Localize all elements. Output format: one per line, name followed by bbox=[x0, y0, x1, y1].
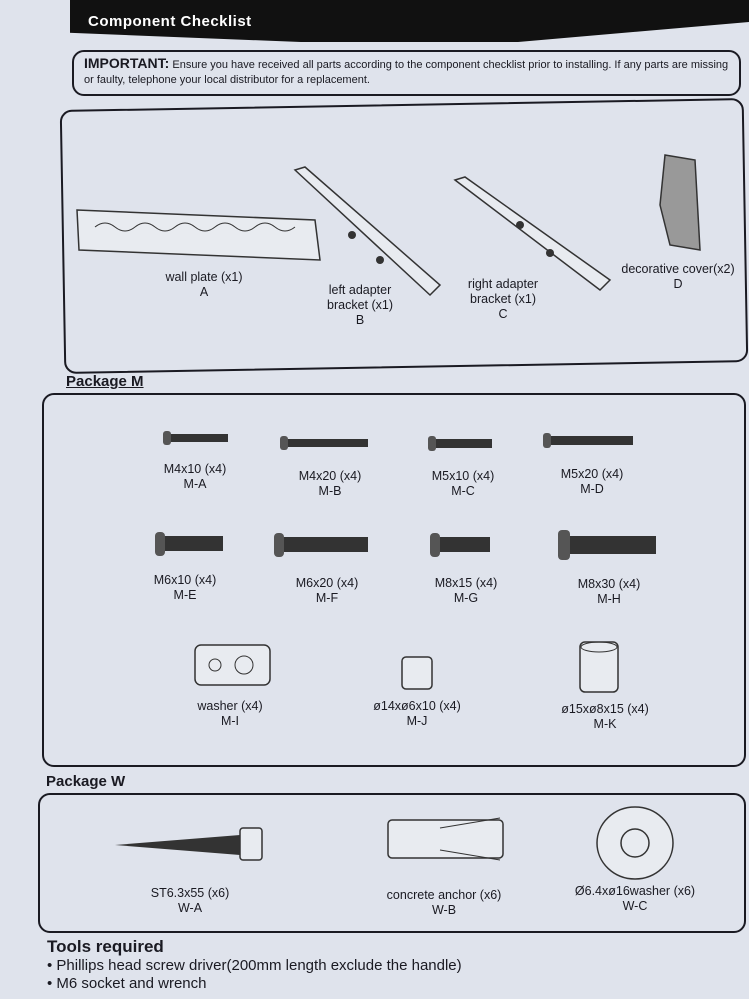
wall-plate-icon bbox=[76, 209, 321, 261]
package-w-box bbox=[38, 793, 746, 933]
part-W-A: ST6.3x55 (x6)W-A bbox=[150, 886, 230, 915]
part-B: left adapter bracket (x1)B bbox=[327, 283, 393, 327]
part-W-C: Ø6.4xø16washer (x6)W-C bbox=[574, 884, 696, 913]
tools-title: Tools required bbox=[47, 937, 164, 956]
part-M-F: M6x20 (x4)M-F bbox=[295, 576, 359, 605]
decorative-cover-icon bbox=[659, 154, 701, 251]
tool-item: • M6 socket and wrench bbox=[47, 975, 207, 992]
part-M-B: M4x20 (x4)M-B bbox=[298, 469, 362, 498]
part-M-I: washer (x4)M-I bbox=[197, 699, 263, 728]
part-C: right adapter bracket (x1)C bbox=[467, 277, 539, 321]
part-M-K: ø15xø8x15 (x4)M-K bbox=[561, 702, 649, 731]
left-adapter-bracket-icon bbox=[293, 166, 442, 297]
part-W-B: concrete anchor (x6)W-B bbox=[386, 888, 502, 917]
part-M-H: M8x30 (x4)M-H bbox=[577, 577, 641, 606]
part-M-D: M5x20 (x4)M-D bbox=[560, 467, 624, 496]
part-M-G: M8x15 (x4)M-G bbox=[434, 576, 498, 605]
important-notice: IMPORTANT: Ensure you have received all … bbox=[72, 50, 741, 96]
important-text: Ensure you have received all parts accor… bbox=[84, 59, 729, 86]
tools-required: Tools required • Phillips head screw dri… bbox=[47, 938, 462, 993]
package-w-title: Package W bbox=[46, 773, 126, 790]
part-D: decorative cover(x2)D bbox=[621, 262, 735, 291]
part-A: wall plate (x1)A bbox=[165, 270, 243, 299]
right-adapter-bracket-icon bbox=[453, 176, 612, 291]
part-M-A: M4x10 (x4)M-A bbox=[163, 462, 227, 491]
page-title: Component Checklist bbox=[88, 13, 252, 30]
part-M-J: ø14xø6x10 (x4)M-J bbox=[373, 699, 461, 728]
part-M-C: M5x10 (x4)M-C bbox=[431, 469, 495, 498]
part-M-E: M6x10 (x4)M-E bbox=[153, 573, 217, 602]
tool-item: • Phillips head screw driver(200mm lengt… bbox=[47, 957, 462, 974]
package-m-box bbox=[42, 393, 746, 767]
important-label: IMPORTANT: bbox=[84, 55, 170, 71]
package-m-title: Package M bbox=[66, 373, 144, 390]
